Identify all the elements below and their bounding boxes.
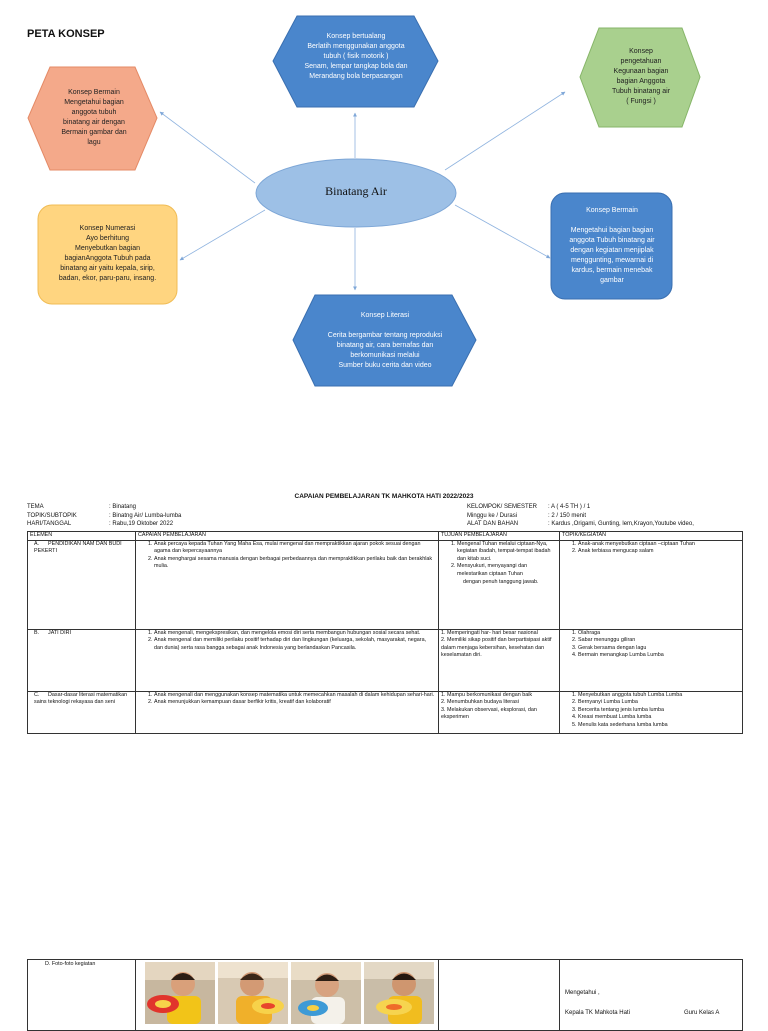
tujuan-cell: 1. Memperingati har- hari besar nasional… bbox=[438, 628, 560, 692]
list-item: Anak mengenal dan memiliki perilaku posi… bbox=[154, 637, 436, 652]
node-left-top-shape bbox=[27, 66, 158, 171]
table-row: C.Dasar-dasar literasi matematikan sains… bbox=[27, 690, 743, 734]
node-bottom-text: Konsep Literasi Cerita bergambar tentang… bbox=[327, 312, 443, 369]
guru-kelas-label: Guru Kelas A bbox=[684, 1010, 720, 1016]
meta-value: : Binatng Air/ Lumba-lumba bbox=[109, 512, 182, 519]
list-item: Olahraga bbox=[578, 630, 740, 638]
list-item: 1. Memperingati har- hari besar nasional bbox=[441, 629, 538, 636]
activity-photo bbox=[145, 962, 215, 1024]
elemen-letter: C. bbox=[34, 691, 40, 698]
topik-cell: Anak-anak menyebutkan ciptaan –ciptaan T… bbox=[559, 539, 743, 630]
meta-label: TOPIK/SUBTOPIK bbox=[27, 512, 77, 519]
list-item: Anak-anak menyebutkan ciptaan –ciptaan T… bbox=[578, 541, 740, 549]
elemen-text: JATI DIRI bbox=[48, 629, 71, 636]
list-item: 2. Menumbuhkan budaya literasi bbox=[441, 699, 519, 706]
list-item: 1. Mampu berkomunikasi dengan baik bbox=[441, 691, 533, 698]
meta-value: : 2 / 150 menit bbox=[548, 512, 587, 519]
tujuan-extra: dengan penuh tanggung jawab. bbox=[463, 578, 539, 585]
empty-cell bbox=[438, 959, 560, 1031]
node-left-top-text: Konsep Bermain Mengetahui bagian anggota… bbox=[61, 89, 127, 146]
meta-value: : A ( 4-5 TH ) / 1 bbox=[548, 504, 591, 510]
list-item: 2. Memiliki sikap positif dan berpartisi… bbox=[441, 637, 552, 659]
list-item: Mengenal Tuhan melalui ciptaan-Nya, kegi… bbox=[457, 541, 557, 564]
signature-cell bbox=[559, 959, 743, 1031]
center-ellipse bbox=[255, 158, 457, 228]
photo-label-cell: D. Foto-foto kegiatan bbox=[27, 959, 136, 1031]
connector-arrows bbox=[159, 91, 566, 291]
center-label: Binatang Air bbox=[325, 184, 387, 198]
meta-label: KELOMPOK/ SEMESTER bbox=[467, 504, 538, 510]
list-item: Bernyanyi Lumba Lumba bbox=[578, 699, 740, 707]
node-bottom-shape bbox=[292, 294, 477, 387]
list-item: Bercerita tentang jenis lumba lumba bbox=[578, 707, 740, 715]
document-title: CAPAIAN PEMBELAJARAN TK MAHKOTA HATI 202… bbox=[294, 493, 474, 500]
meta-label: Minggu ke / Durasi bbox=[467, 512, 518, 519]
table-row: A.PENDIDIKAN NAM DAN BUDI PEKERTI Anak p… bbox=[27, 539, 743, 630]
capaian-cell: Anak percaya kepada Tuhan Yang Maha Esa,… bbox=[135, 539, 439, 630]
node-right-top-text: Konsep pengetahuan Kegunaan bagian bagia… bbox=[611, 48, 671, 105]
list-item: Anak mengenali, mengekspresikan, dan men… bbox=[154, 630, 436, 638]
photo-label: D. Foto-foto kegiatan bbox=[45, 961, 96, 967]
concept-map bbox=[27, 15, 701, 387]
meta-label: HARI/TANGGAL bbox=[27, 521, 72, 527]
list-item: Anak mengenali dan menggunakan konsep ma… bbox=[154, 692, 436, 700]
meta-label: TEMA bbox=[27, 504, 44, 510]
node-left-bottom-shape bbox=[37, 204, 178, 305]
header-tujuan: TUJUAN PEMBELAJARAN bbox=[438, 531, 560, 541]
list-item: Anak terbiasa mengucap salam bbox=[578, 548, 740, 556]
capaian-cell: Anak mengenali dan menggunakan konsep ma… bbox=[135, 690, 439, 734]
header-capaian: CAPAIAN PEMBELAJARAN bbox=[135, 531, 439, 541]
mengetahui-text: Mengetahui , bbox=[565, 990, 600, 996]
list-item: Anak menunjukkan kemampuan dasar berfiki… bbox=[154, 699, 436, 707]
meta-right: KELOMPOK/ SEMESTER : A ( 4-5 TH ) / 1 Min… bbox=[467, 503, 694, 529]
topik-cell: Olahraga Sabar menunggu giliran Gerak be… bbox=[559, 628, 743, 692]
node-left-bottom-text: Konsep Numerasi Ayo berhitung Menyebutka… bbox=[58, 225, 157, 282]
header-topik: TOPIK/KEGIATAN bbox=[559, 531, 743, 541]
list-item: Kreasi membuat Lumba lumba bbox=[578, 714, 740, 722]
page-title: PETA KONSEP bbox=[27, 28, 105, 40]
table-row: B. JATI DIRI Anak mengenali, mengekspresi… bbox=[27, 628, 743, 692]
elemen-text: PENDIDIKAN NAM DAN BUDI PEKERTI bbox=[34, 540, 122, 555]
node-right-bottom-shape bbox=[550, 192, 673, 300]
kepala-sekolah-label: Kepala TK Mahkota Hati bbox=[565, 1010, 630, 1016]
list-item: Anak menghargai sesama manusia dengan be… bbox=[154, 556, 436, 571]
node-right-top-shape bbox=[579, 27, 701, 128]
capaian-table: ELEMEN CAPAIAN PEMBELAJARAN TUJUAN PEMBE… bbox=[27, 531, 743, 734]
list-item: Menulis kata sederhana lumba lumba bbox=[578, 722, 740, 730]
tujuan-cell: Mengenal Tuhan melalui ciptaan-Nya, kegi… bbox=[438, 539, 560, 630]
meta-value: : Rabu,19 Oktober 2022 bbox=[109, 521, 174, 527]
header-elemen: ELEMEN bbox=[27, 531, 136, 541]
list-item: Bermain menangkap Lumba Lumba bbox=[578, 652, 740, 660]
meta-value: : Binatang bbox=[109, 504, 137, 510]
table-header-row: ELEMEN CAPAIAN PEMBELAJARAN TUJUAN PEMBE… bbox=[27, 531, 743, 541]
elemen-cell: C.Dasar-dasar literasi matematikan sains… bbox=[27, 690, 136, 734]
list-item: Menyebutkan anggota tubuh Lumba Lumba bbox=[578, 692, 740, 700]
node-top-shape bbox=[272, 15, 439, 108]
meta-value: : Kardus ,Origami, Gunting, lem,Krayon,Y… bbox=[548, 521, 694, 527]
elemen-letter: A. bbox=[34, 540, 40, 547]
list-item: Anak percaya kepada Tuhan Yang Maha Esa,… bbox=[154, 541, 436, 556]
meta-left: TEMA : Binatang TOPIK/SUBTOPIK : Binatng A… bbox=[27, 503, 181, 529]
elemen-text: Dasar-dasar literasi matematikan sains t… bbox=[34, 691, 128, 706]
activity-photo bbox=[364, 962, 434, 1024]
elemen-letter: B. bbox=[34, 629, 40, 636]
list-item: Mensyukuri, menyayangi dan melestarikan … bbox=[457, 563, 557, 578]
meta-label: ALAT DAN BAHAN bbox=[467, 521, 519, 527]
list-item: 3. Melakukan observasi, eksplorasi, dan … bbox=[441, 706, 537, 721]
activity-photo bbox=[218, 962, 288, 1024]
topik-cell: Menyebutkan anggota tubuh Lumba Lumba Be… bbox=[559, 690, 743, 734]
tujuan-cell: 1. Mampu berkomunikasi dengan baik 2. Me… bbox=[438, 690, 560, 734]
node-top-text: Konsep bertualang Berlatih menggunakan a… bbox=[304, 33, 408, 80]
elemen-cell: A.PENDIDIKAN NAM DAN BUDI PEKERTI bbox=[27, 539, 136, 630]
list-item: Gerak bersama dengan lagu bbox=[578, 645, 740, 653]
activity-photo bbox=[291, 962, 361, 1024]
capaian-cell: Anak mengenali, mengekspresikan, dan men… bbox=[135, 628, 439, 692]
node-right-bottom-text: Konsep Bermain Mengetahui bagian bagian … bbox=[569, 207, 655, 284]
elemen-cell: B. JATI DIRI bbox=[27, 628, 136, 692]
list-item: Sabar menunggu giliran bbox=[578, 637, 740, 645]
